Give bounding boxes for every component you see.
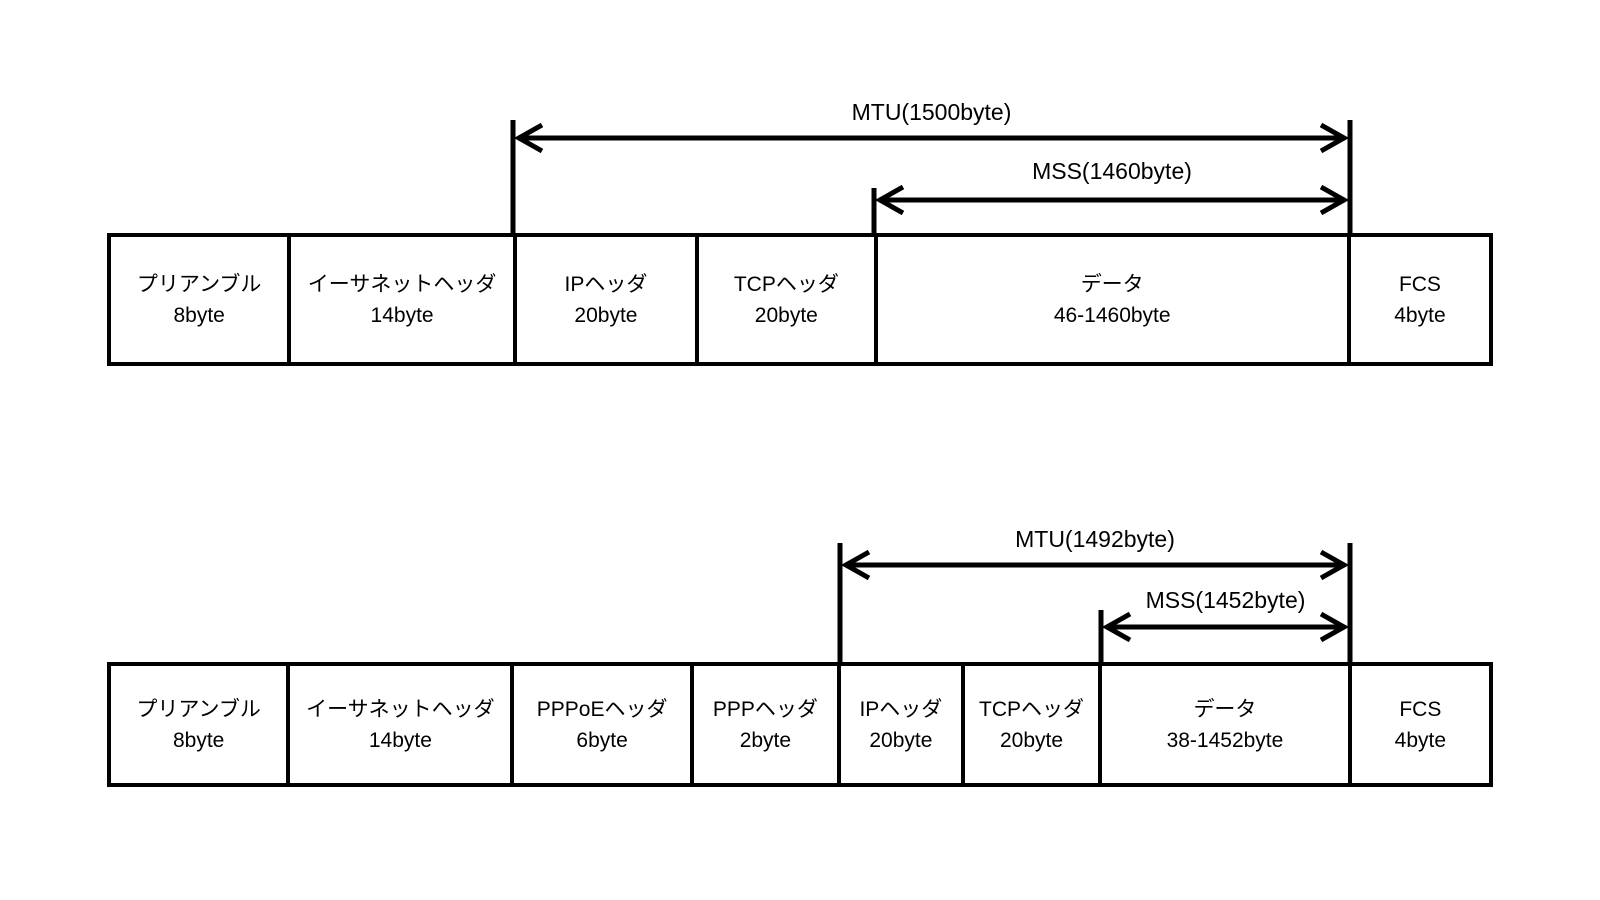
segment-size: 20byte [574, 303, 638, 327]
segment-name: IPヘッダ [859, 697, 943, 721]
segment-name: PPPヘッダ [712, 697, 818, 721]
segment-size: 20byte [869, 728, 933, 752]
ethernet-frame-row: プリアンブル 8byte イーサネットヘッダ 14byte IPヘッダ 20by… [107, 233, 1493, 366]
segment-size: 8byte [173, 303, 225, 327]
pppoe-mtu-arrow [840, 549, 1350, 581]
ethernet-segment-preamble: プリアンブル 8byte [111, 237, 292, 362]
pppoe-segment-pppoe-header: PPPoEヘッダ 6byte [514, 666, 694, 783]
segment-size: 4byte [1394, 728, 1447, 752]
pppoe-segment-preamble: プリアンブル 8byte [111, 666, 291, 783]
pppoe-segment-tcp-header: TCPヘッダ 20byte [965, 666, 1103, 783]
ethernet-segment-fcs: FCS 4byte [1351, 237, 1489, 362]
segment-name: イーサネットヘッダ [307, 272, 497, 296]
segment-name: プリアンブル [136, 697, 261, 721]
segment-name: FCS [1399, 697, 1442, 721]
segment-name: TCPヘッダ [979, 697, 1084, 721]
pppoe-mss-arrow [1101, 611, 1350, 643]
pppoe-segment-data: データ 38-1452byte [1102, 666, 1352, 783]
segment-name: データ [1080, 272, 1144, 296]
ethernet-mss-label: MSS(1460byte) [1032, 158, 1192, 184]
pppoe-segment-fcs: FCS 4byte [1352, 666, 1489, 783]
segment-size: 8byte [172, 728, 225, 752]
segment-size: 20byte [754, 303, 818, 327]
segment-size: 2byte [739, 728, 792, 752]
ethernet-segment-data: データ 46-1460byte [878, 237, 1351, 362]
segment-name: PPPoEヘッダ [536, 697, 668, 721]
segment-name: TCPヘッダ [733, 272, 839, 296]
segment-name: IPヘッダ [564, 272, 648, 296]
segment-size: 20byte [999, 728, 1064, 752]
ethernet-mss-arrow [874, 184, 1350, 216]
ethernet-mtu-label: MTU(1500byte) [851, 99, 1012, 125]
ethernet-mtu-arrow [513, 122, 1350, 154]
segment-name: プリアンブル [136, 272, 262, 296]
segment-size: 14byte [368, 728, 432, 752]
ethernet-segment-ethernet-header: イーサネットヘッダ 14byte [291, 237, 517, 362]
segment-name: イーサネットヘッダ [306, 697, 495, 721]
segment-size: 46-1460byte [1053, 303, 1171, 327]
segment-size: 14byte [370, 303, 434, 327]
pppoe-segment-ppp-header: PPPヘッダ 2byte [694, 666, 841, 783]
ethernet-segment-ip-header: IPヘッダ 20byte [517, 237, 700, 362]
pppoe-mss-label: MSS(1452byte) [1145, 587, 1306, 613]
pppoe-frame-row: プリアンブル 8byte イーサネットヘッダ 14byte PPPoEヘッダ 6… [107, 662, 1493, 787]
segment-name: FCS [1398, 272, 1441, 296]
pppoe-mtu-label: MTU(1492byte) [1015, 526, 1175, 552]
segment-name: データ [1193, 697, 1257, 721]
pppoe-segment-ip-header: IPヘッダ 20byte [841, 666, 965, 783]
segment-size: 4byte [1394, 303, 1446, 327]
segment-size: 6byte [576, 728, 628, 752]
pppoe-segment-ethernet-header: イーサネットヘッダ 14byte [290, 666, 515, 783]
ethernet-segment-tcp-header: TCPヘッダ 20byte [699, 237, 878, 362]
segment-size: 38-1452byte [1166, 728, 1284, 752]
